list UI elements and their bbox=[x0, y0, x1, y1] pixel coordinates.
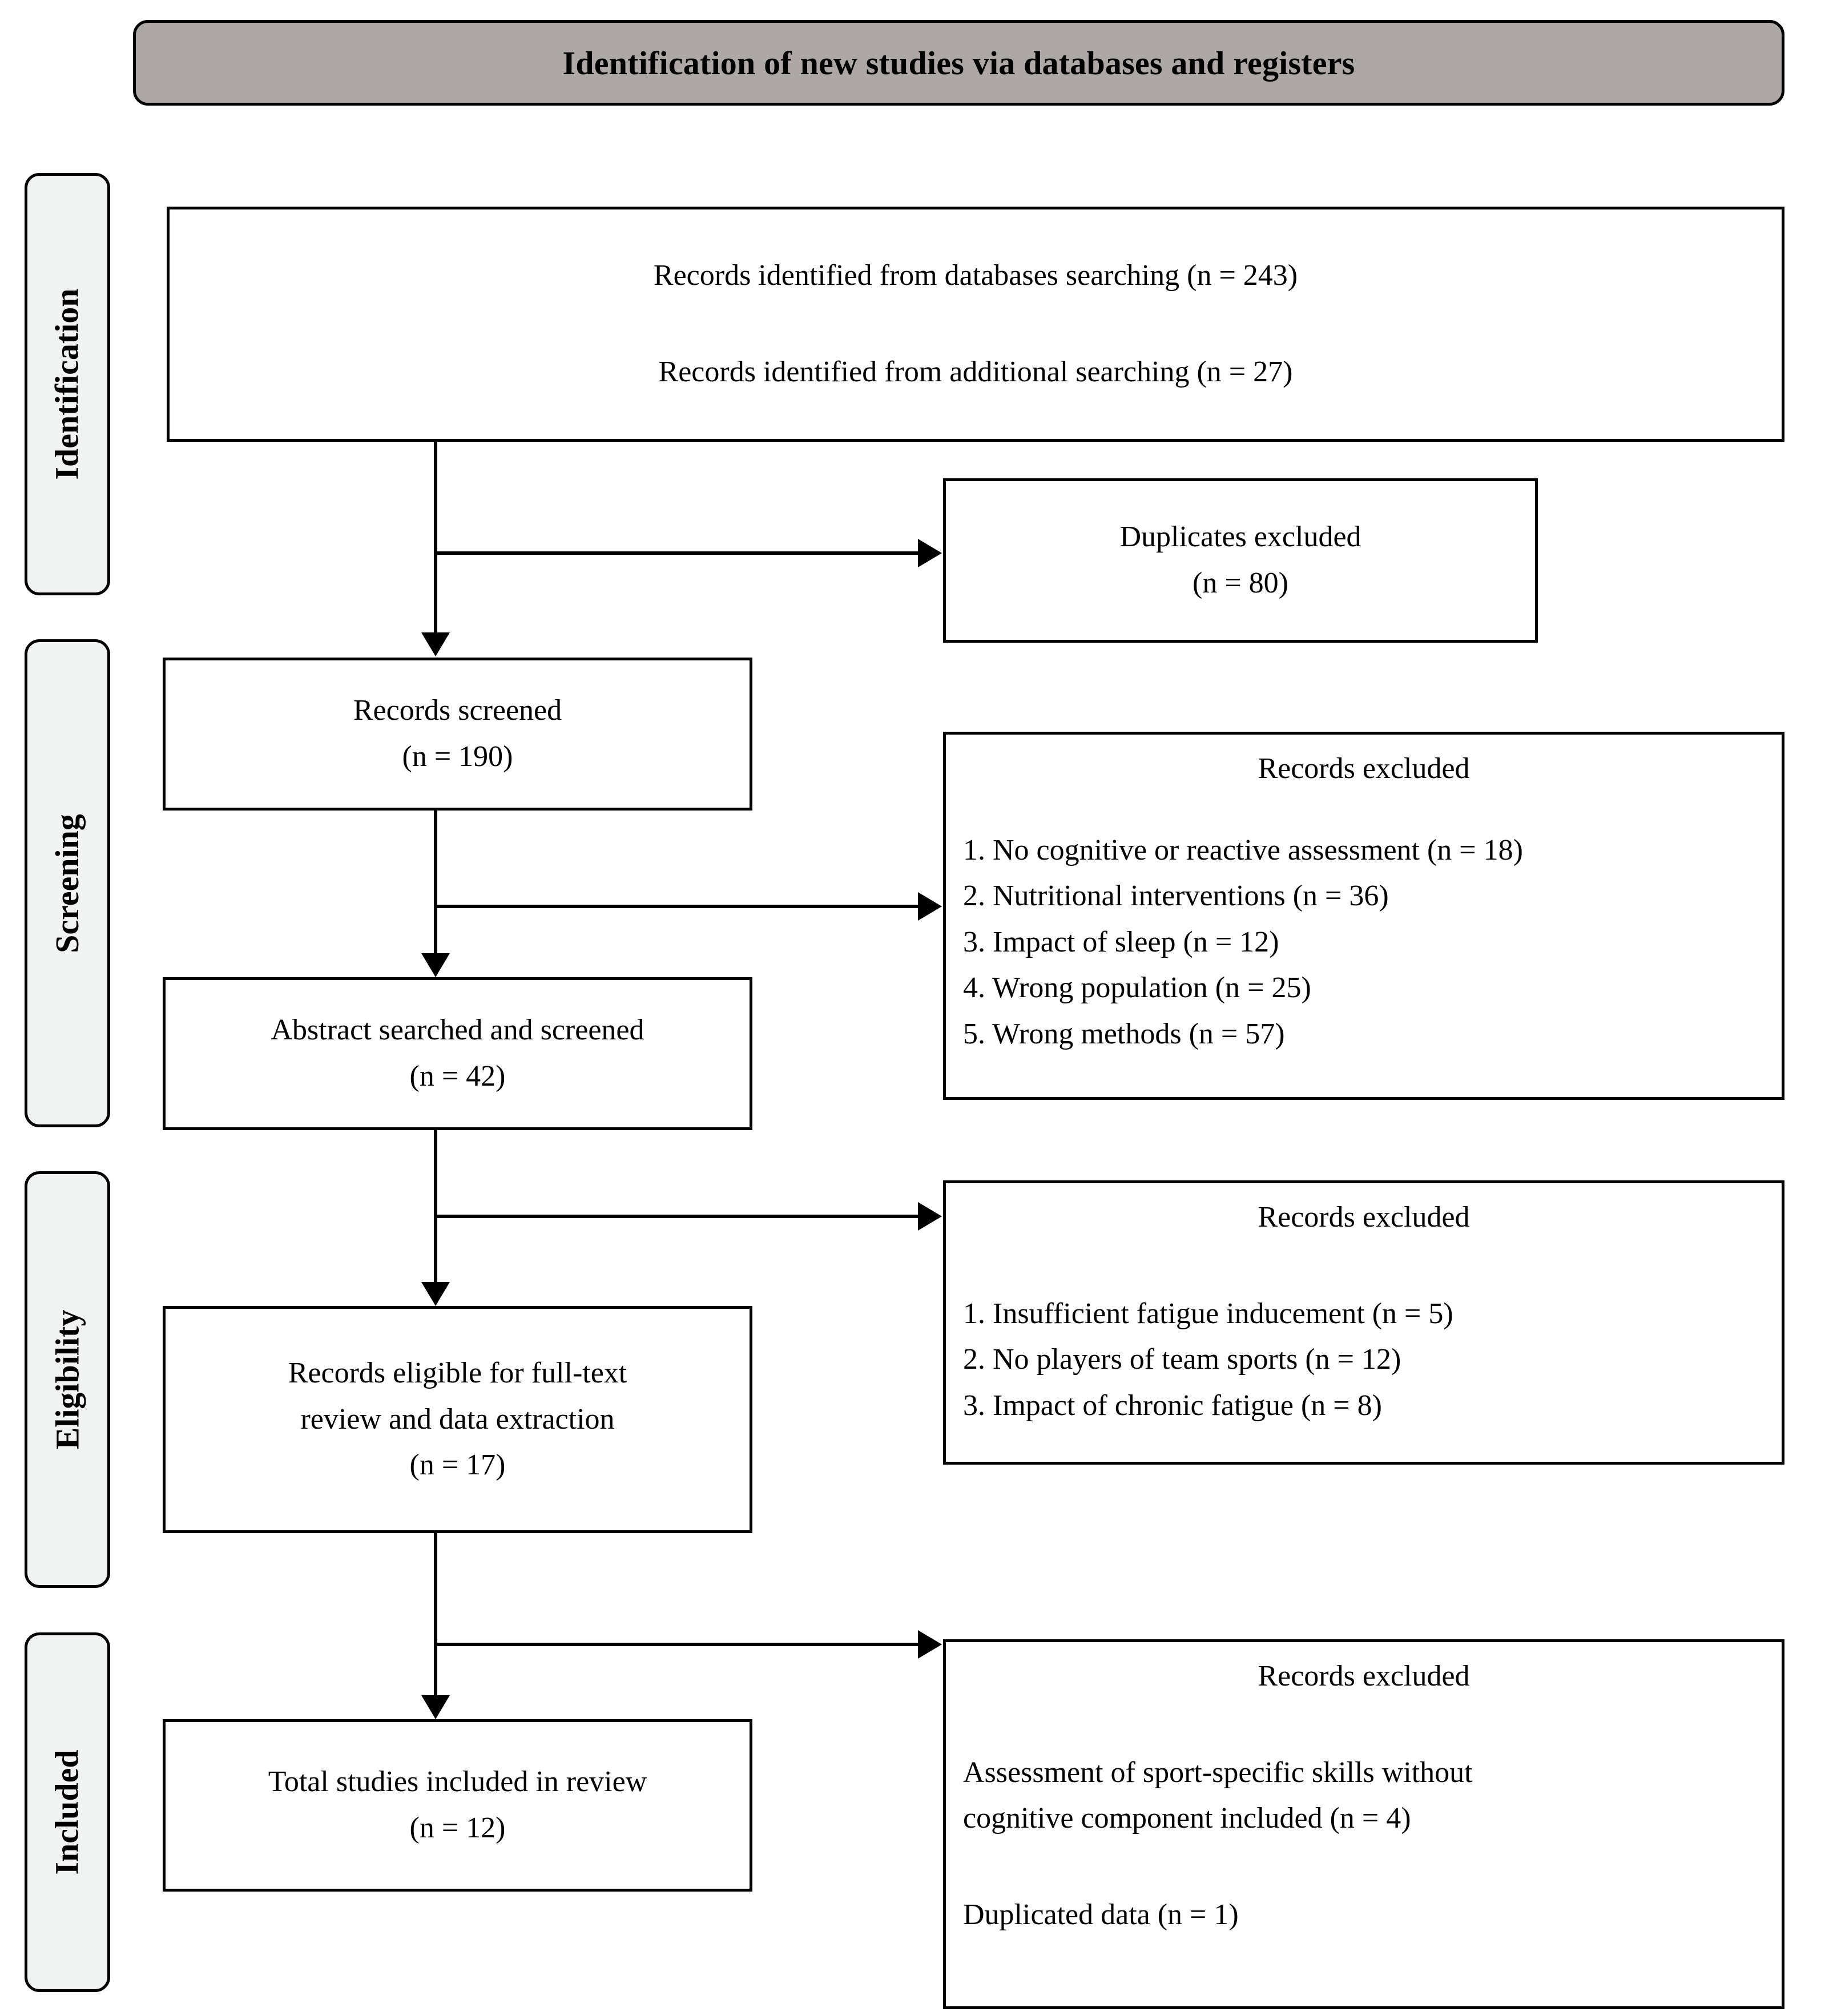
connector-identified-to-screened bbox=[434, 442, 437, 636]
diagram-header-banner: Identification of new studies via databa… bbox=[133, 20, 1784, 106]
arrow-into-eligible bbox=[421, 1282, 450, 1306]
arrow-into-included bbox=[421, 1695, 450, 1719]
exclusion-reason: 5. Wrong methods (n = 57) bbox=[963, 1017, 1285, 1050]
connector-branch-to-excluded-included bbox=[434, 1643, 919, 1646]
exclusion-reason: 3. Impact of sleep (n = 12) bbox=[963, 925, 1279, 958]
stage-label-eligibility: Eligibility bbox=[25, 1171, 110, 1588]
arrow-into-duplicates bbox=[918, 539, 942, 567]
duplicates-excluded-count: (n = 80) bbox=[1193, 567, 1288, 599]
records-identified-databases: Records identified from databases search… bbox=[653, 259, 1298, 292]
box-records-identified: Records identified from databases search… bbox=[167, 207, 1784, 442]
box-records-screened: Records screened (n = 190) bbox=[163, 658, 752, 811]
stage-label-identification: Identification bbox=[25, 173, 110, 595]
arrow-into-excluded-eligibility bbox=[918, 1202, 942, 1231]
connector-eligible-to-included bbox=[434, 1533, 437, 1698]
box-abstract-screened: Abstract searched and screened (n = 42) bbox=[163, 977, 752, 1130]
exclusion-reason: 4. Wrong population (n = 25) bbox=[963, 971, 1311, 1005]
box-records-excluded-included: Records excluded Assessment of sport-spe… bbox=[943, 1639, 1784, 2009]
records-eligible-line1: Records eligible for full-text bbox=[288, 1357, 627, 1390]
stage-label-eligibility-text: Eligibility bbox=[49, 1309, 86, 1450]
stage-label-screening: Screening bbox=[25, 639, 110, 1127]
arrow-into-excluded-included bbox=[918, 1630, 942, 1659]
exclusion-reason: 1. Insufficient fatigue inducement (n = … bbox=[963, 1297, 1453, 1330]
box-records-excluded-eligibility: Records excluded 1. Insufficient fatigue… bbox=[943, 1180, 1784, 1465]
exclusion-reason-line2: cognitive component included (n = 4) bbox=[963, 1802, 1411, 1835]
records-identified-additional: Records identified from additional searc… bbox=[658, 356, 1293, 388]
arrow-into-screened bbox=[421, 632, 450, 656]
abstract-screened-count: (n = 42) bbox=[409, 1060, 506, 1092]
records-eligible-line2: review and data extraction bbox=[300, 1402, 615, 1436]
stage-label-screening-text: Screening bbox=[49, 813, 86, 953]
exclusion-reason: 3. Impact of chronic fatigue (n = 8) bbox=[963, 1389, 1382, 1422]
exclusion-reason: 2. Nutritional interventions (n = 36) bbox=[963, 880, 1389, 913]
connector-abstract-to-eligible bbox=[434, 1130, 437, 1284]
records-screened-label: Records screened bbox=[353, 694, 562, 727]
total-included-label: Total studies included in review bbox=[268, 1765, 647, 1799]
exclusion-reason: 1. No cognitive or reactive assessment (… bbox=[963, 833, 1523, 866]
connector-branch-to-duplicates bbox=[434, 551, 919, 555]
box-records-excluded-screening: Records excluded 1. No cognitive or reac… bbox=[943, 732, 1784, 1100]
connector-branch-to-excluded-screening bbox=[434, 905, 919, 908]
exclusion-reason-duplicated: Duplicated data (n = 1) bbox=[963, 1898, 1239, 1931]
arrow-into-abstract bbox=[421, 953, 450, 977]
records-screened-count: (n = 190) bbox=[402, 740, 513, 773]
exclusion-reason-line1: Assessment of sport-specific skills with… bbox=[963, 1756, 1473, 1789]
records-excluded-eligibility-header: Records excluded bbox=[1258, 1201, 1470, 1233]
stage-label-included-text: Included bbox=[49, 1749, 86, 1875]
connector-branch-to-excluded-eligibility bbox=[434, 1215, 919, 1218]
box-duplicates-excluded: Duplicates excluded (n = 80) bbox=[943, 478, 1538, 643]
connector-screened-to-abstract bbox=[434, 811, 437, 956]
page-title: Identification of new studies via databa… bbox=[562, 44, 1355, 82]
exclusion-reason: 2. No players of team sports (n = 12) bbox=[963, 1343, 1401, 1376]
stage-label-identification-text: Identification bbox=[49, 288, 86, 480]
records-excluded-screening-header: Records excluded bbox=[1258, 752, 1470, 785]
arrow-into-excluded-screening bbox=[918, 892, 942, 921]
duplicates-excluded-label: Duplicates excluded bbox=[1119, 521, 1361, 554]
stage-label-included: Included bbox=[25, 1632, 110, 1992]
records-eligible-count: (n = 17) bbox=[409, 1449, 506, 1482]
records-excluded-included-header: Records excluded bbox=[1258, 1660, 1470, 1692]
box-records-eligible: Records eligible for full-text review an… bbox=[163, 1306, 752, 1533]
abstract-screened-label: Abstract searched and screened bbox=[271, 1014, 644, 1047]
box-total-included: Total studies included in review (n = 12… bbox=[163, 1719, 752, 1892]
total-included-count: (n = 12) bbox=[409, 1812, 506, 1844]
